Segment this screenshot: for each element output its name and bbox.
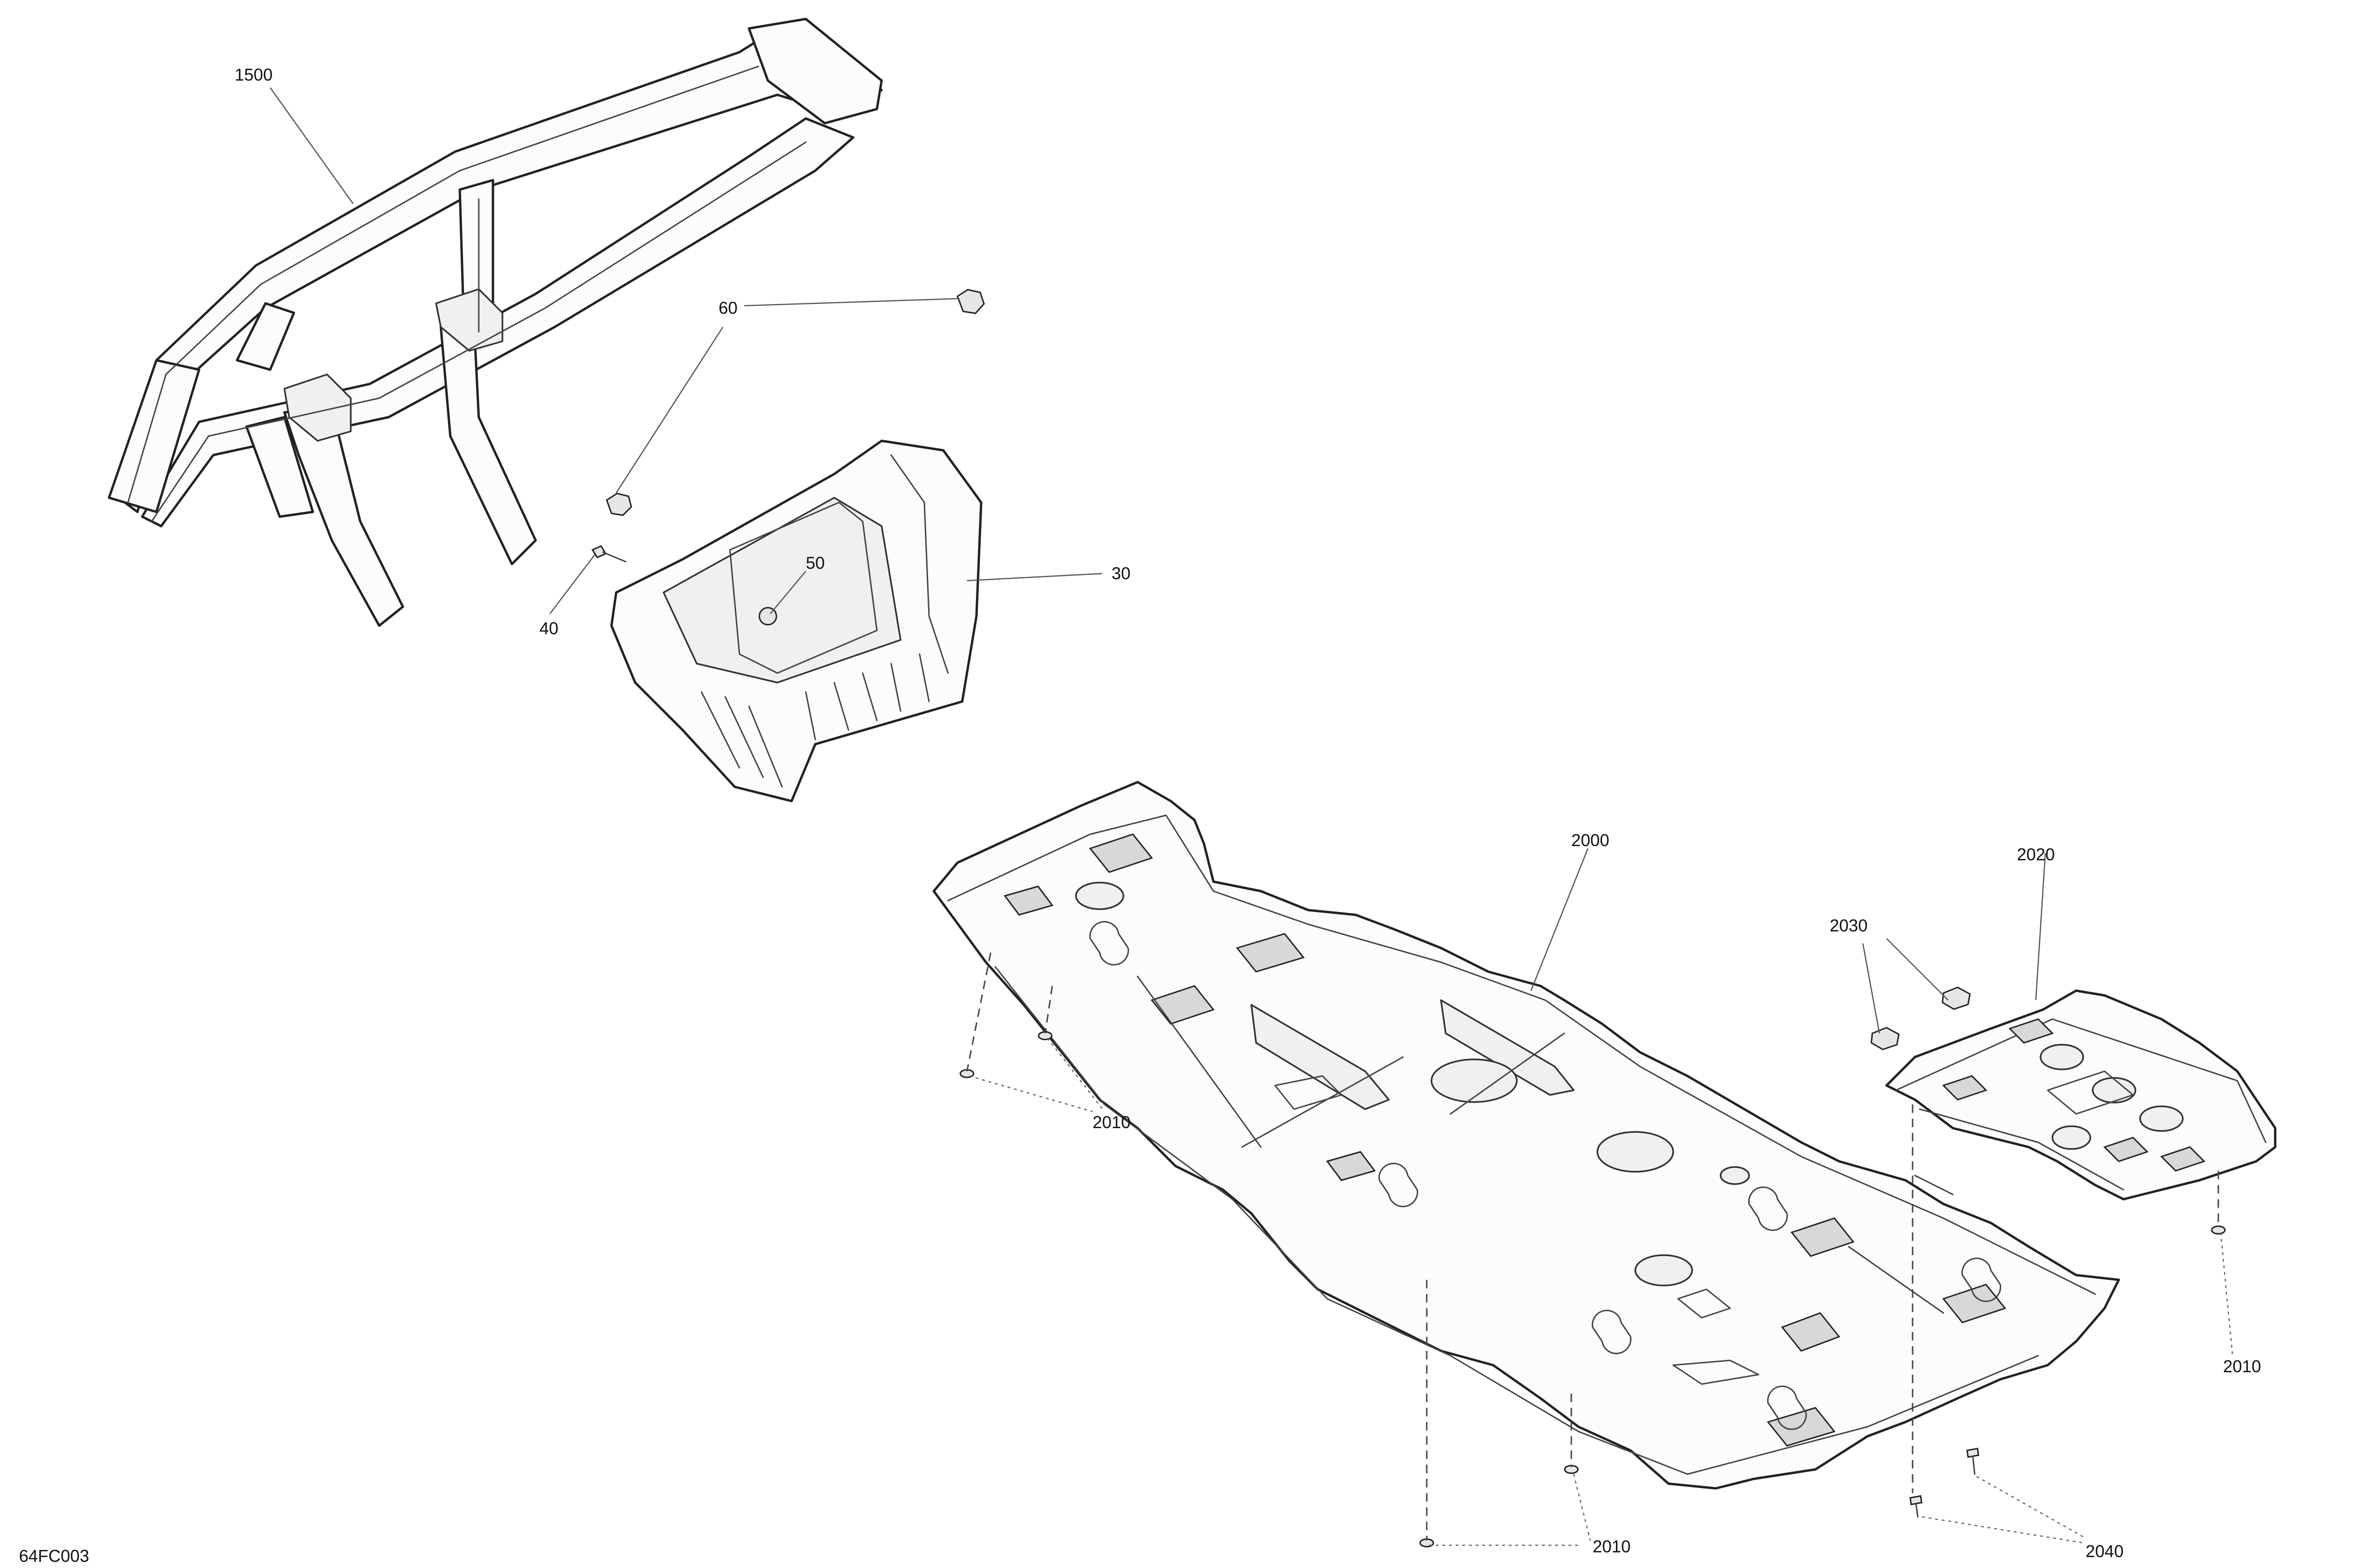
- front-fascia-part-30: [610, 439, 983, 802]
- callout-2010-bottom: 2010: [1593, 1537, 1631, 1556]
- callout-labels: 1500 60 50 30 40 2000 2020 2030 2010 201…: [19, 65, 2261, 1566]
- assembly-lines: [966, 952, 2219, 1541]
- clip-2030-b: [1942, 986, 1971, 1010]
- callout-60: 60: [719, 298, 738, 318]
- callout-2040: 2040: [2086, 1541, 2124, 1561]
- leader-lines: [269, 87, 2233, 1546]
- callout-30: 30: [1112, 564, 1130, 583]
- screw-40: [591, 545, 627, 563]
- callout-2010-left: 2010: [1093, 1112, 1130, 1132]
- callout-50: 50: [806, 553, 825, 573]
- drawing-code: 64FC003: [19, 1546, 89, 1566]
- callout-1500: 1500: [235, 65, 273, 84]
- callout-2030: 2030: [1830, 916, 1868, 935]
- clip-2030-a: [1870, 1027, 1900, 1050]
- callout-2020: 2020: [2017, 845, 2055, 864]
- nut-60-lower: [606, 492, 632, 516]
- skid-plate-part-2000: [932, 781, 2120, 1490]
- front-bumper-part-1500: [108, 18, 883, 627]
- rear-skid-plate-part-2020: [1885, 989, 2277, 1201]
- nut-60-upper: [957, 289, 985, 314]
- callout-2000: 2000: [1571, 830, 1609, 850]
- callout-2010-right: 2010: [2223, 1357, 2261, 1376]
- screws-2040: [1909, 1448, 1979, 1518]
- callout-40: 40: [539, 619, 558, 638]
